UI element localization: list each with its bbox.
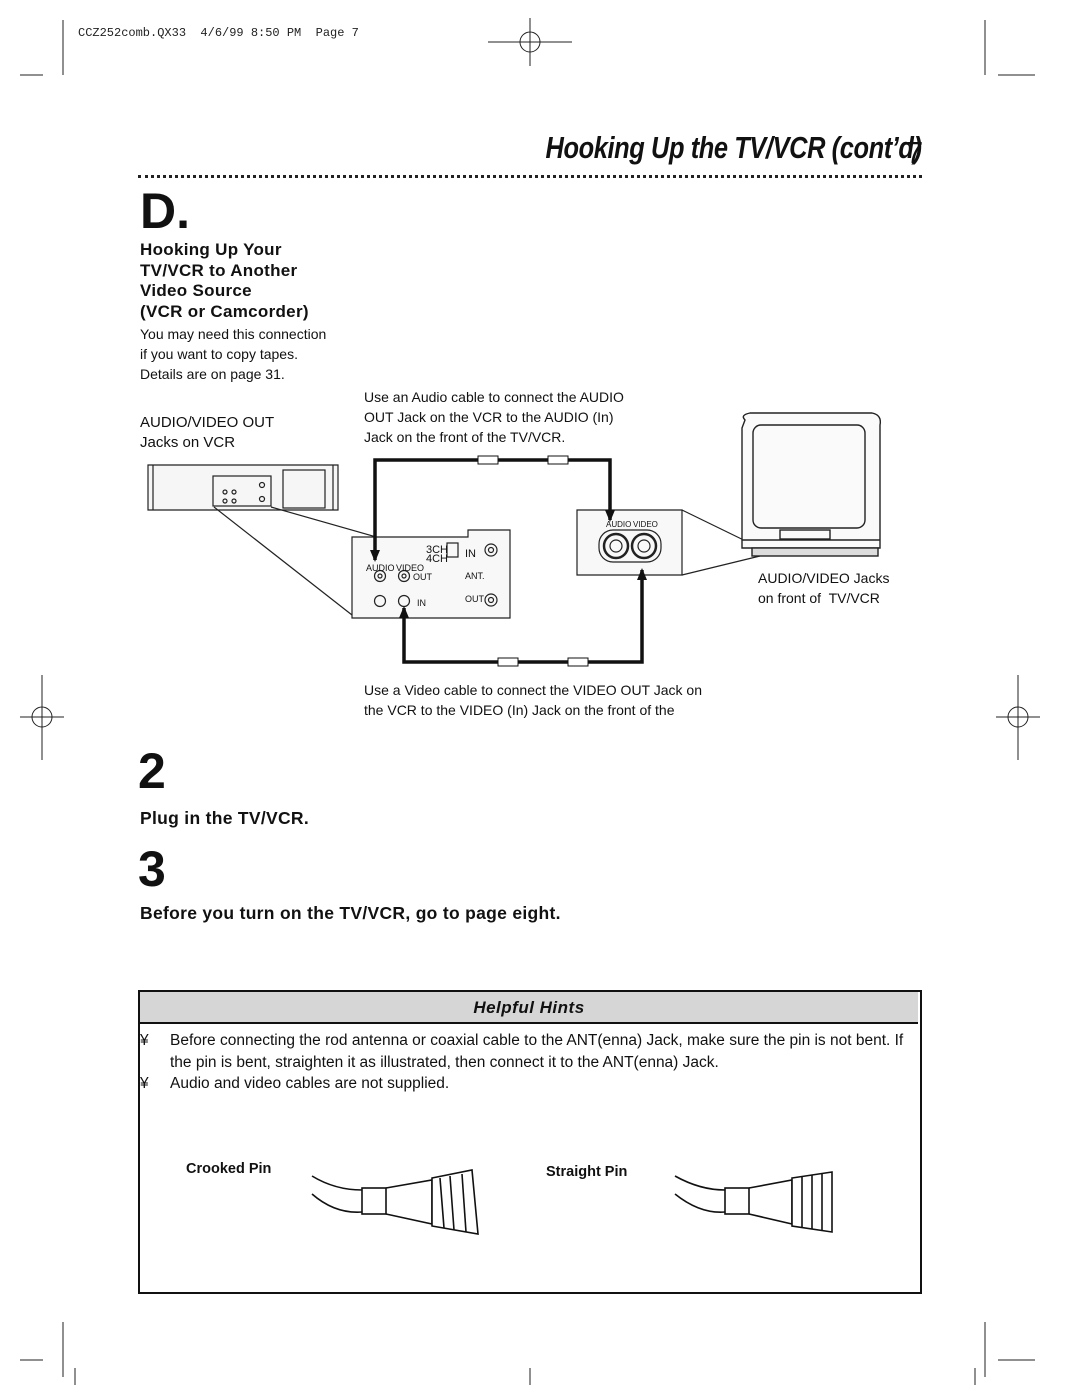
video-arrow-tv — [637, 568, 647, 580]
section-heading: Hooking Up Your TV/VCR to Another Video … — [140, 240, 309, 321]
vcr-back-panel — [351, 529, 511, 619]
tv-jack-panel — [576, 509, 761, 576]
hint-item-1-continued: the pin is bent, straighten it as illust… — [170, 1054, 719, 1071]
audio-cable — [373, 455, 612, 560]
vcr-jacks-label: AUDIO/VIDEO OUT Jacks on VCR — [140, 414, 275, 451]
video-cable-callout: Use a Video cable to connect the VIDEO O… — [364, 682, 702, 718]
straight-pin-label: Straight Pin — [546, 1164, 628, 1180]
panel-label-in-top: IN — [465, 548, 476, 560]
video-cable — [402, 570, 644, 667]
crooked-pin-label: Crooked Pin — [186, 1161, 272, 1177]
audio-arrow-tv — [605, 510, 615, 522]
registration-mark-right — [996, 675, 1040, 760]
panel-label-in-bottom: IN — [417, 598, 426, 608]
tv-label-audio: AUDIO — [606, 520, 632, 529]
section-letter: D. — [140, 183, 190, 239]
helpful-hints-title: Helpful Hints — [473, 998, 585, 1017]
tv-label-video: VIDEO — [633, 520, 658, 529]
panel-label-3ch: 3CH — [426, 544, 449, 556]
panel-label-ant: ANT. — [465, 571, 485, 581]
panel-label-video: VIDEO — [396, 563, 425, 573]
page-number: 7 — [906, 135, 924, 170]
hint-item-2: ¥ Audio and video cables are not supplied… — [140, 1075, 449, 1093]
page-title: Hooking Up the TV/VCR (cont’d) — [545, 130, 922, 165]
section-body: You may need this connection if you want… — [140, 326, 327, 382]
bullet-icon: ¥ — [140, 1075, 149, 1092]
step-text-2: Plug in the TV/VCR. — [140, 808, 310, 828]
bullet-icon: ¥ — [140, 1032, 149, 1049]
hint-text: Audio and video cables are not supplied. — [170, 1075, 450, 1092]
hint-item-1: ¥ Before connecting the rod antenna or co… — [140, 1032, 903, 1050]
print-slug: CCZ252comb.QX33 4/6/99 8:50 PM Page 7 — [78, 26, 359, 40]
panel-label-out-bottom: OUT — [465, 594, 484, 604]
panel-label-4ch: 4CH — [426, 553, 449, 565]
panel-label-out: OUT — [413, 572, 432, 582]
helpful-hints-header — [140, 992, 918, 1024]
tv-jacks-label: AUDIO/VIDEO Jacks on front of TV/VCR — [758, 570, 890, 606]
hint-text: Before connecting the rod antenna or coa… — [170, 1032, 904, 1049]
step-number-3: 3 — [138, 841, 166, 897]
panel-label-audio: AUDIO — [366, 563, 395, 573]
video-arrow-vcr — [399, 606, 409, 618]
registration-mark-top — [488, 18, 572, 66]
vcr-illustration — [147, 464, 511, 616]
audio-cable-callout: Use an Audio cable to connect the AUDIO … — [364, 389, 624, 445]
tv-illustration — [741, 412, 882, 557]
dotted-rule — [138, 175, 922, 178]
step-text-3: Before you turn on the TV/VCR, go to pag… — [140, 903, 561, 923]
audio-arrow-vcr — [370, 550, 380, 562]
step-number-2: 2 — [138, 743, 166, 799]
straight-pin-icon — [674, 1171, 833, 1233]
registration-mark-left — [20, 675, 64, 760]
helpful-hints-box — [138, 990, 922, 1294]
crooked-pin-icon — [311, 1169, 479, 1235]
